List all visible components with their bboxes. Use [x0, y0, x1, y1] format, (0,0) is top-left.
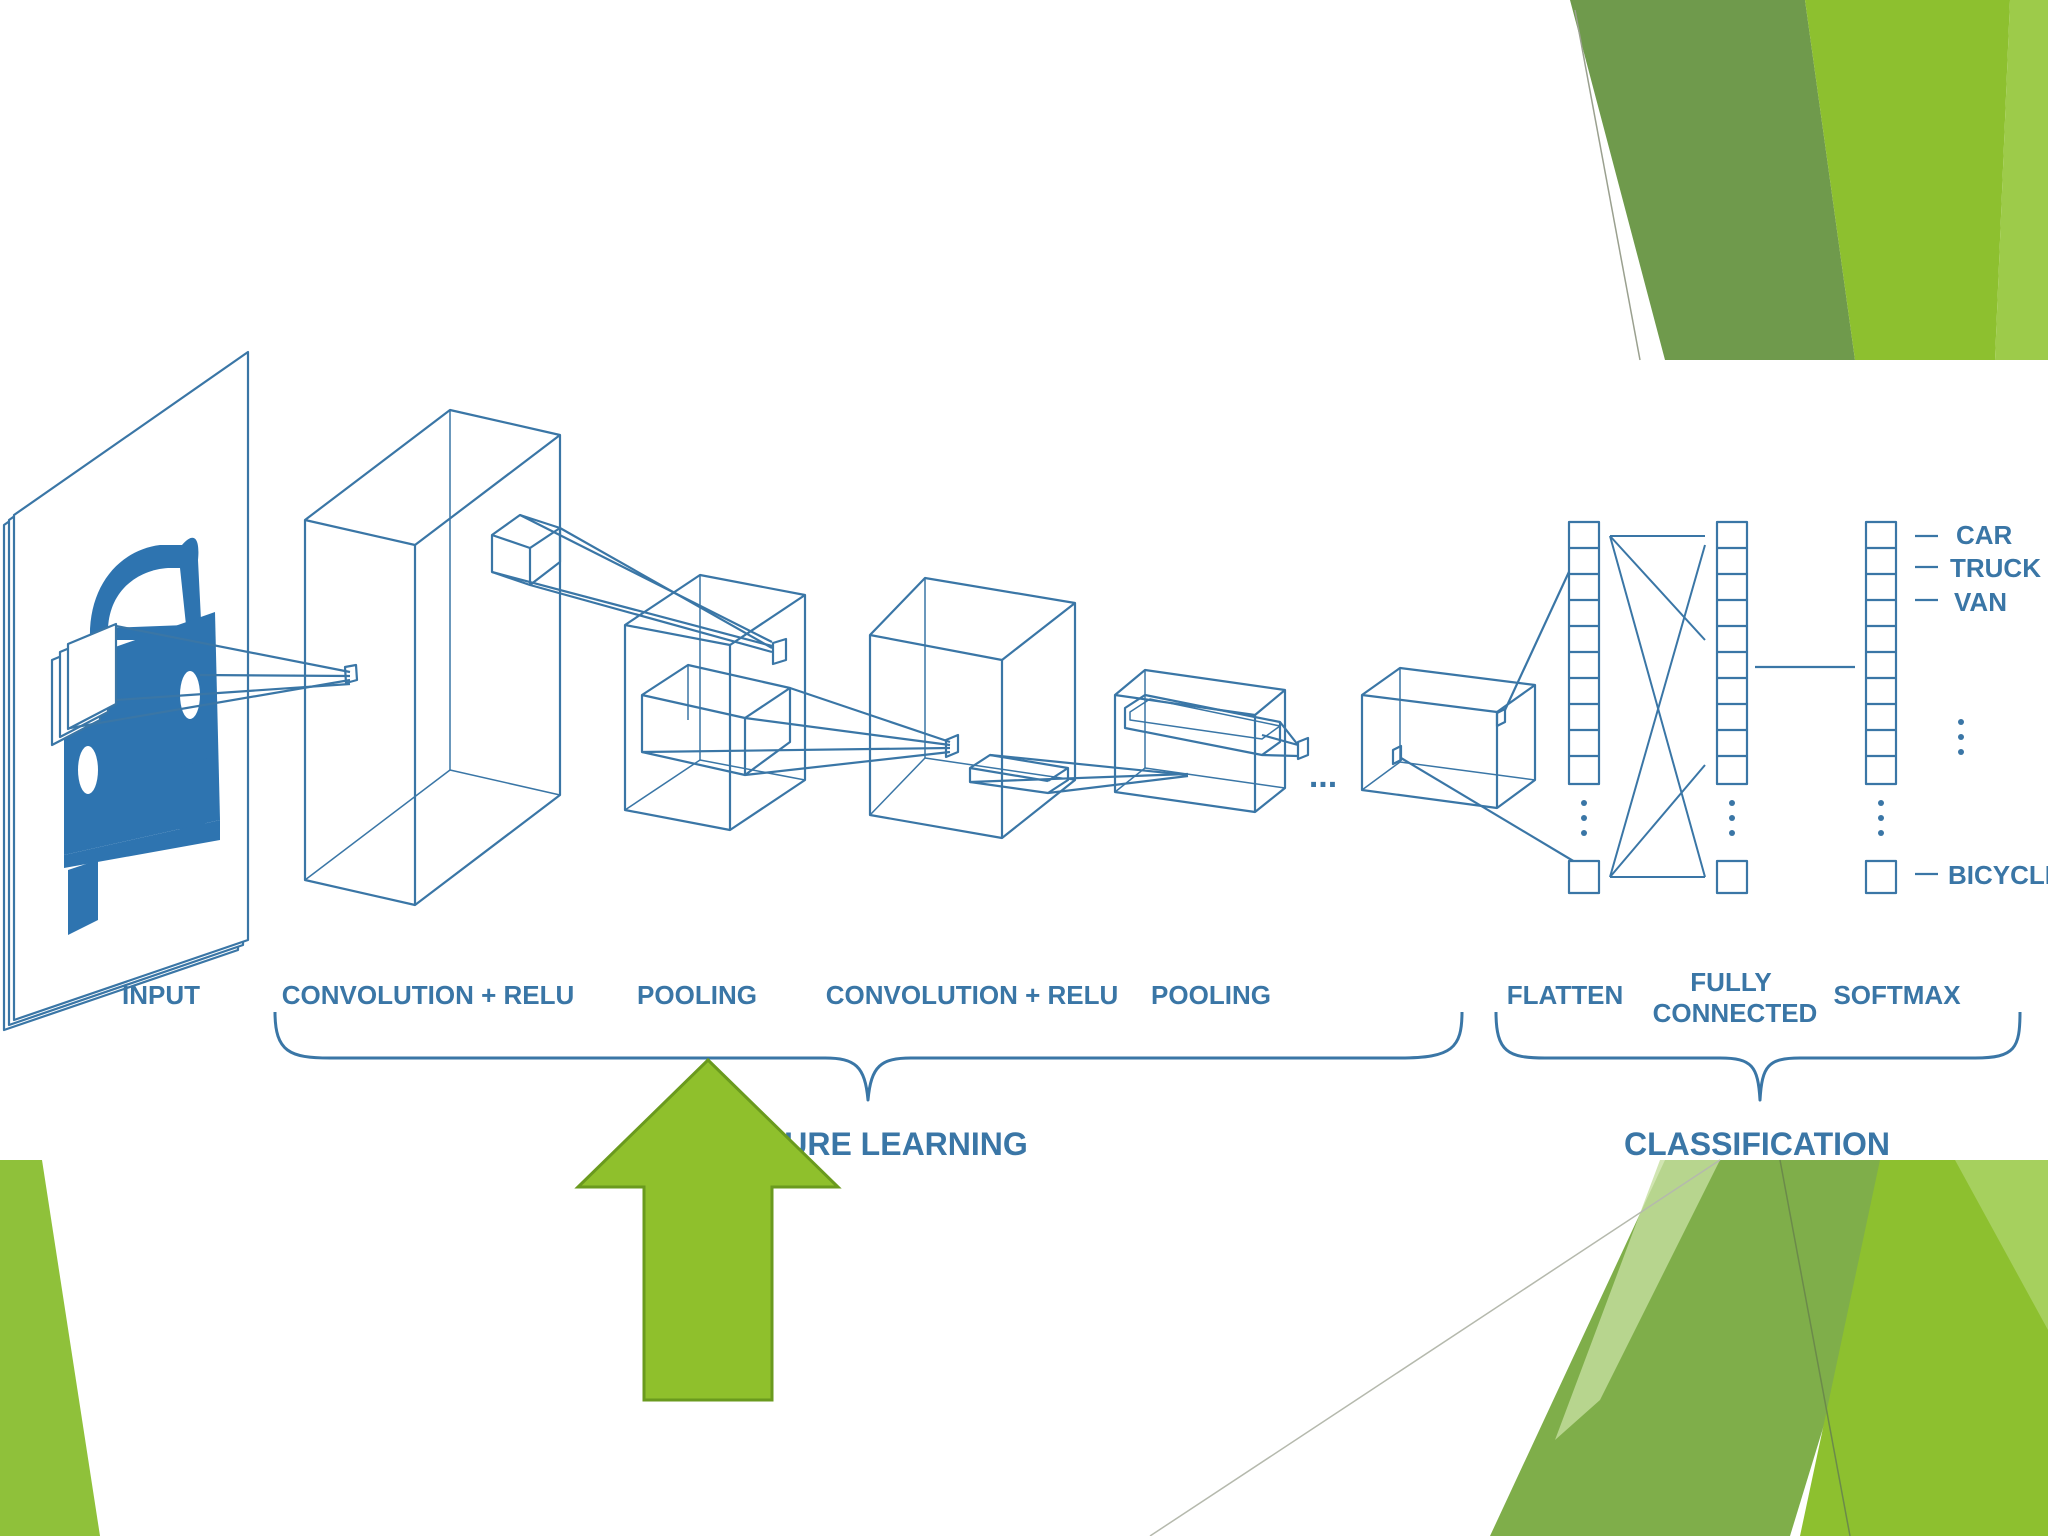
decor-shape	[1570, 0, 1855, 360]
group-classification: CLASSIFICATION	[1624, 1126, 1890, 1162]
flatten-column	[1567, 520, 1601, 895]
group-feature-learning: URE LEARNING	[784, 1126, 1028, 1162]
up-arrow	[574, 1057, 842, 1402]
label-fully: FULLY	[1690, 967, 1771, 997]
decor-line	[1149, 1159, 1721, 1536]
feature-block-final	[1360, 547, 1581, 866]
decor-line	[1574, 9, 1641, 361]
label-pool1: POOLING	[637, 980, 757, 1010]
label-pool2: POOLING	[1151, 980, 1271, 1010]
decor-bottom-left	[0, 1160, 100, 1536]
pool2-block	[1113, 668, 1310, 814]
ellipsis: ...	[1309, 757, 1337, 795]
label-connected: CONNECTED	[1653, 998, 1818, 1028]
decor-line	[1779, 1159, 1851, 1536]
label-conv1: CONVOLUTION + RELU	[282, 980, 575, 1010]
output-labels: CAR TRUCK VAN BICYCLE	[1948, 520, 2048, 890]
fully-connected-column	[1715, 520, 1749, 895]
decor-shape	[1555, 1160, 1720, 1440]
conv1-block	[303, 408, 773, 907]
label-conv2: CONVOLUTION + RELU	[826, 980, 1119, 1010]
decor-shape	[0, 1160, 100, 1536]
label-softmax: SOFTMAX	[1833, 980, 1961, 1010]
decor-shape	[1995, 0, 2048, 360]
classification-brace	[1494, 1011, 2022, 1102]
input-receptive-field	[50, 622, 359, 747]
decor-shape	[1955, 1160, 2048, 1330]
pool1-block	[623, 573, 951, 832]
decor-top-right	[1570, 0, 2048, 361]
decor-shape	[1805, 0, 2010, 360]
output-ticks	[1915, 534, 1964, 876]
conv2-block	[868, 576, 1189, 840]
output-car: CAR	[1956, 520, 2013, 550]
label-flatten: FLATTEN	[1507, 980, 1624, 1010]
decor-shape	[1800, 1160, 2048, 1536]
label-input: INPUT	[122, 980, 200, 1010]
group-labels: URE LEARNING CLASSIFICATION	[784, 1126, 1890, 1162]
decor-bottom-right	[1149, 1159, 2048, 1536]
fc-connections	[1609, 535, 1706, 878]
output-truck: TRUCK	[1950, 553, 2041, 583]
cnn-diagram	[2, 350, 2022, 1102]
output-van: VAN	[1954, 587, 2007, 617]
stage-labels: INPUT CONVOLUTION + RELU POOLING CONVOLU…	[122, 757, 1961, 1028]
output-bicycle: BICYCLE	[1948, 860, 2048, 890]
softmax-column	[1864, 520, 1898, 895]
decor-shape	[1490, 1160, 1905, 1536]
feature-learning-brace	[273, 1011, 1464, 1102]
